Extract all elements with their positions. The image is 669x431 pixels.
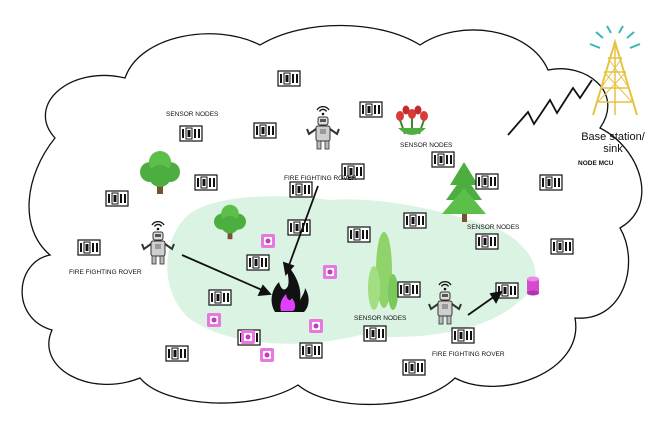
base-station-label: Base station/ [581,131,646,143]
pink-sensor-icon [207,313,221,327]
node-mcu-label: NODE MCU [578,160,614,167]
fire-rover-label: FIRE FIGHTING ROVER [69,269,142,276]
rover-arrow [282,185,319,276]
pink-sensor-icon [261,234,275,248]
rover-arrow [181,254,272,297]
sensor-node-icon [403,212,427,229]
pink-sensor-icon [241,330,255,344]
sensor-node-icon [359,101,383,118]
fire-icon [271,266,309,312]
sensor-node-icon [246,254,270,271]
sensor-node-icon [347,226,371,243]
sensor-node-icon [475,233,499,250]
sensor-node-icon [475,173,499,190]
sensor-node-icon [431,151,455,168]
sensor-node-icon [299,342,323,359]
sensor-node-icon [105,190,129,207]
sensor-node-icon [402,359,426,376]
cypress-tree-icon [368,232,398,310]
sensor-node-icon [397,281,421,298]
sensor-node-icon [289,181,313,198]
sensor-node-icon [208,289,232,306]
rover-arrow [467,290,503,316]
flower-icon [396,105,428,135]
sensor-node-icon [451,327,475,344]
pink-sensor-icon [323,265,337,279]
sensor-nodes-label: SENSOR NODES [166,111,219,118]
sensor-nodes-label: SENSOR NODES [400,142,453,149]
sensor-node-icon [287,219,311,236]
sensor-node-icon [539,174,563,191]
base-tower-icon [589,25,641,116]
sensor-node-icon [253,122,277,139]
pine-tree-icon [442,162,486,222]
sensor-node-icon [363,325,387,342]
sensor-node-icon [179,125,203,142]
sensor-nodes-label: SENSOR NODES [354,315,407,322]
wireless-link-zigzag [507,79,593,136]
sensor-node-icon [277,70,301,87]
pink-sensor-icon [309,319,323,333]
sensor-node-icon [165,345,189,362]
sensor-nodes-label: SENSOR NODES [467,224,520,231]
pink-sensor-icon [260,348,274,362]
sensor-node-icon [77,239,101,256]
base-station-sink-label: sink [603,143,623,155]
fire-rover-label: FIRE FIGHTING ROVER [284,175,357,182]
sensor-node-icon [550,238,574,255]
sensor-node-icon [194,174,218,191]
fire-rover-label: FIRE FIGHTING ROVER [432,351,505,358]
node-mcu-icon [527,276,539,296]
